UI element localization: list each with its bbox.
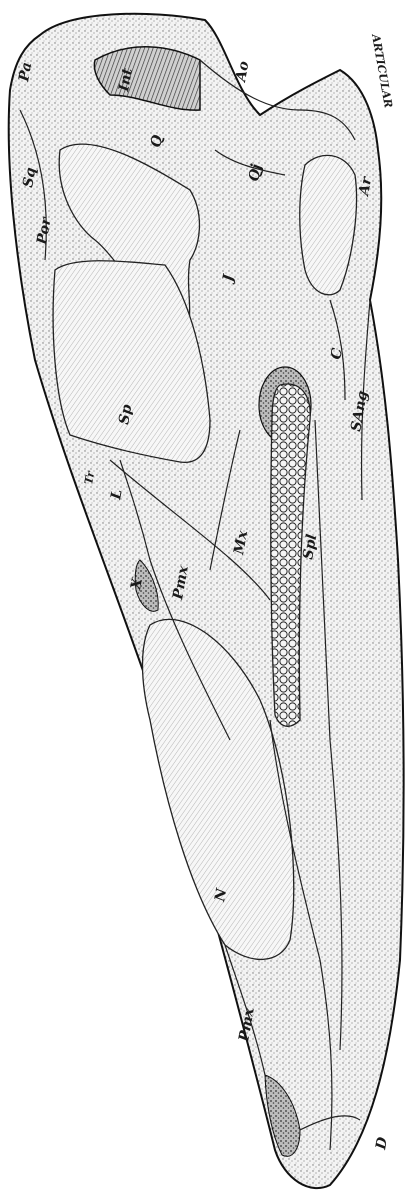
label-ao: Ao — [233, 60, 253, 85]
label-qj: Qj — [246, 163, 265, 183]
side-text: ARTICULAR — [369, 32, 395, 109]
label-d: D — [373, 1135, 391, 1152]
